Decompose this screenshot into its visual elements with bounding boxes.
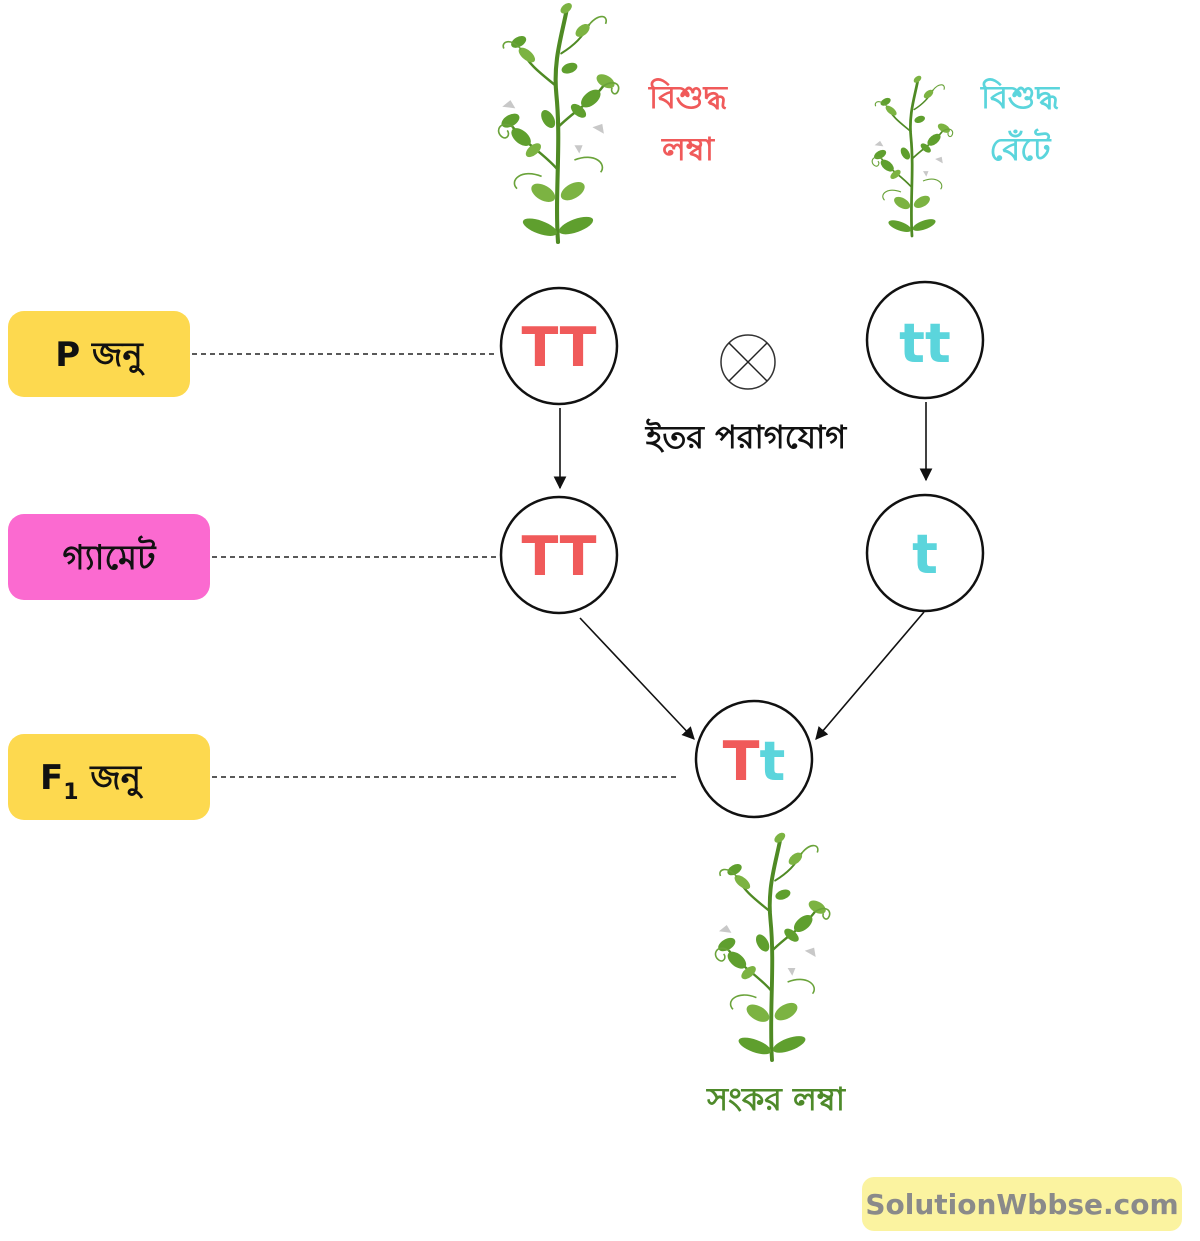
f1-genotype-circle: [694, 699, 814, 819]
f1-label-subscript: 1: [63, 780, 78, 805]
tall-parent-label-line2: লম্বা: [661, 130, 716, 168]
tall-gamete-circle: [499, 495, 619, 615]
dwarf-parent-label-line2: বেঁটে: [989, 128, 1052, 168]
dwarf-gamete-genotype: t: [912, 523, 938, 586]
f1-generation-label: F1 জনু: [40, 758, 144, 805]
f1-recessive-allele: t: [760, 730, 786, 793]
f1-genotype: Tt: [723, 730, 786, 793]
gamete-generation-label: গ্যামেট: [62, 535, 157, 578]
dwarf-gamete-to-f1-arrow: [815, 611, 925, 740]
gamete-generation-badge: [8, 514, 210, 600]
tall-parent-plant: [499, 1, 619, 242]
f1-label-rest: জনু: [79, 758, 145, 799]
f1-label-base: F: [40, 758, 63, 798]
hybrid-tall-label: সংকর লম্বা: [706, 1080, 847, 1118]
hybrid-offspring-plant: [713, 828, 832, 1062]
cross-pollination-label: ইতর পরাগযোগ: [645, 418, 848, 456]
p-generation-badge: [8, 311, 190, 397]
dwarf-parent-genotype-circle: [865, 280, 985, 400]
f1-dominant-allele: T: [723, 730, 760, 793]
dwarf-parent-genotype: tt: [899, 312, 951, 375]
watermark-text: SolutionWbbse.com: [865, 1188, 1178, 1221]
p-generation-label: P জনু: [55, 335, 146, 376]
f1-generation-badge: [8, 734, 210, 820]
cross-symbol-stroke-b: [728, 342, 768, 382]
tall-gamete-genotype: TT: [522, 525, 597, 588]
tall-parent-label-line1: বিশুদ্ধ: [648, 77, 729, 116]
dwarf-parent-plant: [870, 72, 955, 238]
dwarf-parent-label-line1: বিশুদ্ধ: [980, 77, 1061, 116]
tall-parent-genotype-circle: [499, 286, 619, 406]
tall-gamete-to-f1-arrow: [579, 617, 695, 740]
tall-parent-genotype: TT: [522, 316, 597, 379]
dwarf-gamete-circle: [865, 493, 985, 613]
watermark-badge: [862, 1177, 1182, 1231]
